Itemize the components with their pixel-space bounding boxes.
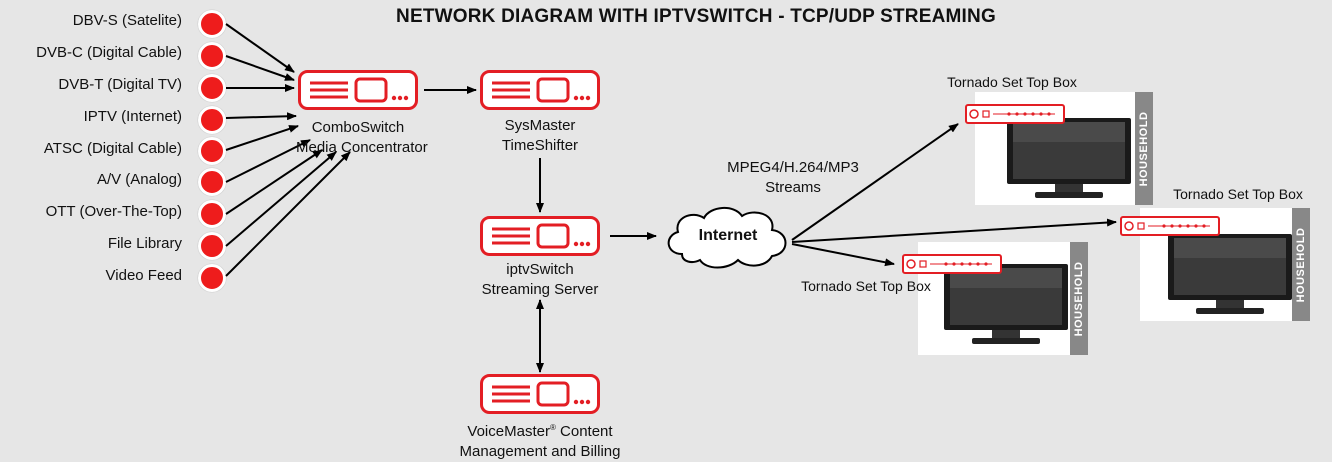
- household-tab: HOUSEHOLD: [1070, 242, 1088, 355]
- household-tab: HOUSEHOLD: [1135, 92, 1153, 205]
- source-label: DVB-C (Digital Cable): [36, 44, 182, 61]
- source-label: File Library: [107, 235, 182, 252]
- comboswitch-device-icon: [298, 70, 418, 110]
- source-dot: [198, 232, 226, 260]
- source-dot: [198, 74, 226, 102]
- source-label: A/V (Analog): [96, 171, 182, 188]
- set-top-box-icon: [1120, 216, 1220, 236]
- diagram-title: NETWORK DIAGRAM WITH IPTVSWITCH - TCP/UD…: [396, 6, 996, 27]
- internet-cloud-icon: [667, 207, 787, 269]
- iptvswitch-device-icon: [480, 216, 600, 256]
- internet-label: Internet: [698, 227, 758, 244]
- source-dot: [198, 137, 226, 165]
- stb-label: Tornado Set Top Box: [1173, 186, 1303, 202]
- stb-label: Tornado Set Top Box: [801, 278, 931, 294]
- source-label: DBV-S (Satelite): [72, 12, 182, 29]
- voicemaster-label: VoiceMaster® Content Management and Bill…: [459, 423, 621, 460]
- source-label: ATSC (Digital Cable): [43, 140, 182, 157]
- source-dot: [198, 106, 226, 134]
- voicemaster-device-icon: [480, 374, 600, 414]
- set-top-box-icon: [965, 104, 1065, 124]
- source-dot: [198, 264, 226, 292]
- source-label: Video Feed: [105, 267, 182, 284]
- sysmaster-device-icon: [480, 70, 600, 110]
- source-dot: [198, 200, 226, 228]
- source-label: IPTV (Internet): [83, 108, 182, 125]
- source-dot: [198, 42, 226, 70]
- set-top-box-icon: [902, 254, 1002, 274]
- source-label: OTT (Over-The-Top): [45, 203, 182, 220]
- stb-label: Tornado Set Top Box: [947, 74, 1077, 90]
- source-dot: [198, 10, 226, 38]
- source-dot: [198, 168, 226, 196]
- tv-icon: [1168, 234, 1292, 314]
- source-label: DVB-T (Digital TV): [58, 76, 182, 93]
- tv-icon: [1007, 118, 1131, 198]
- household-tab: HOUSEHOLD: [1292, 208, 1310, 321]
